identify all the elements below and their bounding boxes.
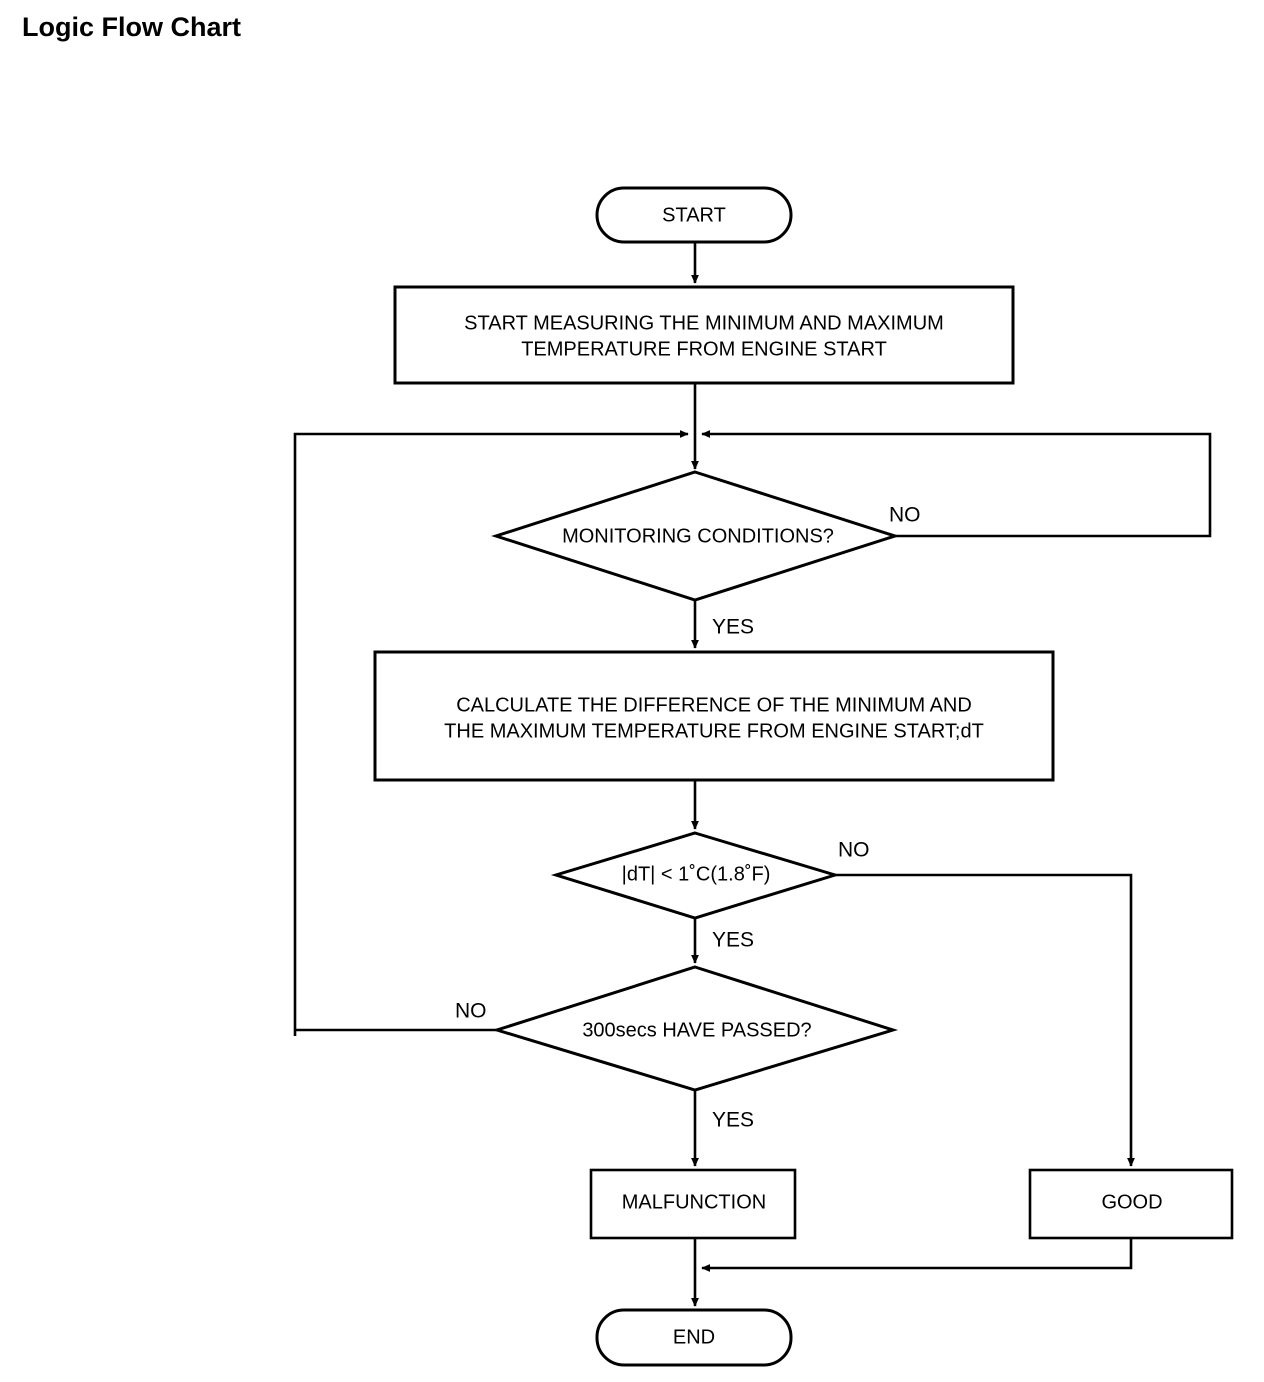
edge-label-dt-no: NO <box>838 839 870 862</box>
connector-timer-no-loop <box>293 430 689 1036</box>
edge-label-monitoring-no: NO <box>889 504 921 527</box>
edge-label-monitoring-yes: YES <box>712 616 754 639</box>
node-timer-check-label: 300secs HAVE PASSED? <box>582 1019 811 1041</box>
node-calculate[interactable] <box>373 650 1055 782</box>
node-dt-check-label: |dT| < 1˚C(1.8˚F) <box>622 863 771 885</box>
node-end-label: END <box>673 1326 715 1348</box>
node-malfunction-label: MALFUNCTION <box>622 1191 766 1213</box>
page-title: Logic Flow Chart <box>22 12 241 42</box>
connector-good-to-end <box>701 1238 1133 1272</box>
node-measure-label-line2: TEMPERATURE FROM ENGINE START <box>521 338 887 360</box>
edge-label-timer-yes: YES <box>712 1109 754 1132</box>
node-start-label: START <box>662 204 726 226</box>
node-measure[interactable] <box>393 285 1015 385</box>
node-timer-check[interactable] <box>491 965 899 1092</box>
node-start[interactable] <box>595 186 793 244</box>
node-end[interactable] <box>595 1308 793 1367</box>
edge-label-dt-yes: YES <box>712 929 754 952</box>
connector-monitoring-no-loop <box>701 430 1212 538</box>
node-dt-check[interactable] <box>550 831 841 920</box>
node-calculate-label-line1: CALCULATE THE DIFFERENCE OF THE MINIMUM … <box>456 694 972 716</box>
node-monitoring-conditions-label: MONITORING CONDITIONS? <box>562 525 834 547</box>
node-measure-label-line1: START MEASURING THE MINIMUM AND MAXIMUM <box>464 312 944 334</box>
edge-label-timer-no: NO <box>455 1000 487 1023</box>
node-good[interactable] <box>1028 1168 1234 1240</box>
node-malfunction[interactable] <box>589 1168 797 1240</box>
node-calculate-label-line2: THE MAXIMUM TEMPERATURE FROM ENGINE STAR… <box>444 720 984 742</box>
connector-dtcheck-no-to-good <box>835 873 1135 1167</box>
node-good-label: GOOD <box>1101 1191 1162 1213</box>
node-monitoring-conditions[interactable] <box>491 470 900 602</box>
